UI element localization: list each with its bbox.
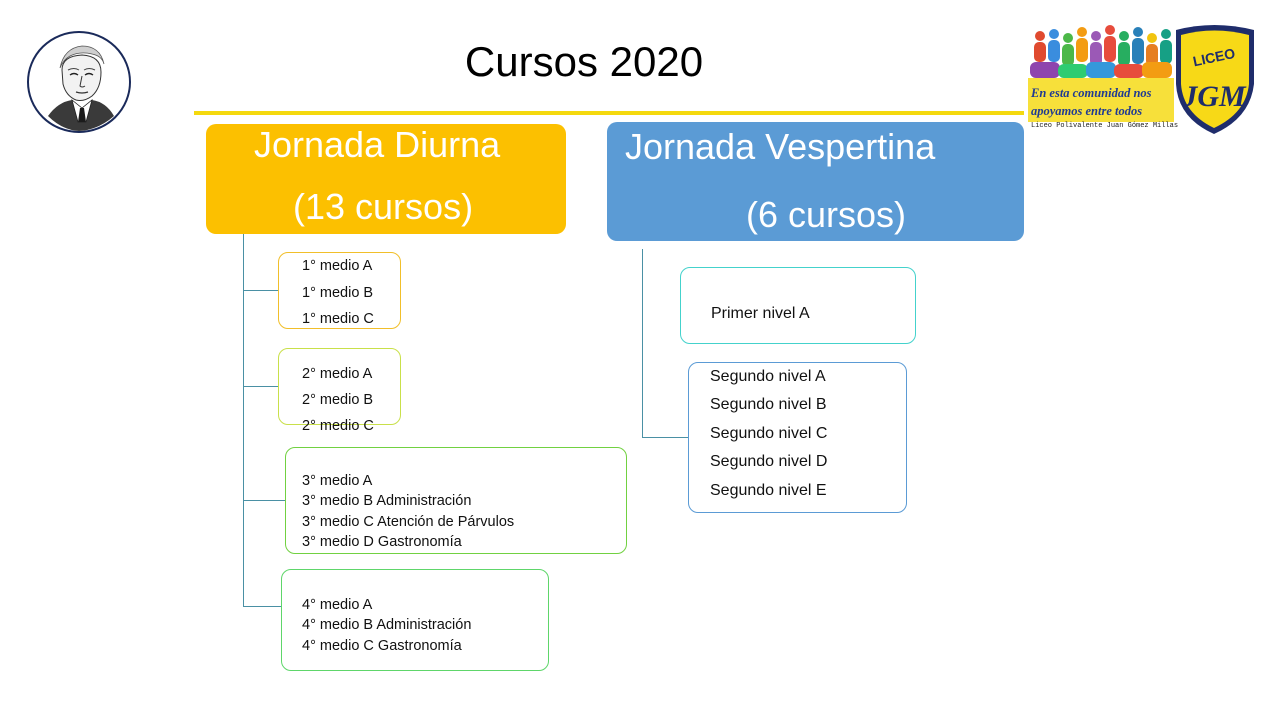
- course-item: 4° medio C Gastronomía: [302, 638, 462, 654]
- course-item: Segundo nivel B: [710, 396, 827, 413]
- header-vespertina-count: (6 cursos): [746, 194, 907, 235]
- connector-line: [243, 606, 281, 607]
- course-item: 3° medio D Gastronomía: [302, 534, 462, 550]
- connector-line: [243, 386, 244, 607]
- svg-text:JGM: JGM: [1181, 80, 1247, 113]
- course-item: 4° medio B Administración: [302, 617, 472, 633]
- course-item: 2° medio B: [302, 392, 374, 408]
- course-item: 1° medio B: [302, 285, 374, 301]
- connector-line: [243, 234, 244, 386]
- course-group-2-medio: 2° medio A 2° medio B 2° medio C: [278, 348, 401, 434]
- course-item: 2° medio A: [302, 366, 373, 382]
- logo-school-name: Liceo Polivalente Juan Gómez Millas: [1031, 122, 1179, 130]
- course-item: 1° medio A: [302, 258, 373, 274]
- school-logo: LICEO JGM En esta comunidad nos apoyamos…: [1028, 22, 1256, 136]
- course-group-3-medio: 3° medio A 3° medio B Administración 3° …: [285, 447, 627, 554]
- connector-line: [642, 437, 688, 438]
- course-item: 3° medio C Atención de Párvulos: [302, 514, 515, 530]
- course-item: 4° medio A: [302, 597, 373, 613]
- course-group-segundo-nivel: Segundo nivel A Segundo nivel B Segundo …: [688, 362, 907, 513]
- connector-line: [243, 500, 285, 501]
- course-item: Segundo nivel C: [710, 425, 828, 442]
- course-item: Segundo nivel D: [710, 453, 828, 470]
- header-diurna-count: (13 cursos): [293, 186, 474, 227]
- course-item: 2° medio C: [302, 418, 374, 434]
- connector-line: [243, 386, 278, 387]
- connector-line: [642, 249, 643, 437]
- page-title: Cursos 2020: [464, 38, 704, 85]
- logo-slogan-line2: apoyamos entre todos: [1031, 104, 1143, 118]
- course-item: Segundo nivel E: [710, 482, 827, 499]
- course-item: 3° medio A: [302, 473, 373, 489]
- course-item: 3° medio B Administración: [302, 493, 472, 509]
- course-item: Primer nivel A: [711, 305, 810, 322]
- connector-line: [243, 290, 278, 291]
- course-group-1-medio: 1° medio A 1° medio B 1° medio C: [278, 252, 401, 329]
- header-jornada-diurna: Jornada Diurna (13 cursos): [206, 124, 566, 234]
- logo-slogan-line1: En esta comunidad nos: [1031, 86, 1152, 100]
- course-group-4-medio: 4° medio A 4° medio B Administración 4° …: [281, 569, 549, 671]
- header-jornada-vespertina: Jornada Vespertina (6 cursos): [607, 122, 1024, 241]
- header-diurna-title: Jornada Diurna: [254, 124, 501, 165]
- portrait-image: [26, 30, 132, 134]
- course-item: Segundo nivel A: [710, 368, 826, 385]
- course-item: 1° medio C: [302, 311, 374, 327]
- header-vespertina-title: Jornada Vespertina: [625, 126, 936, 167]
- course-group-primer-nivel: Primer nivel A: [680, 267, 916, 344]
- title-underline: [194, 111, 1024, 115]
